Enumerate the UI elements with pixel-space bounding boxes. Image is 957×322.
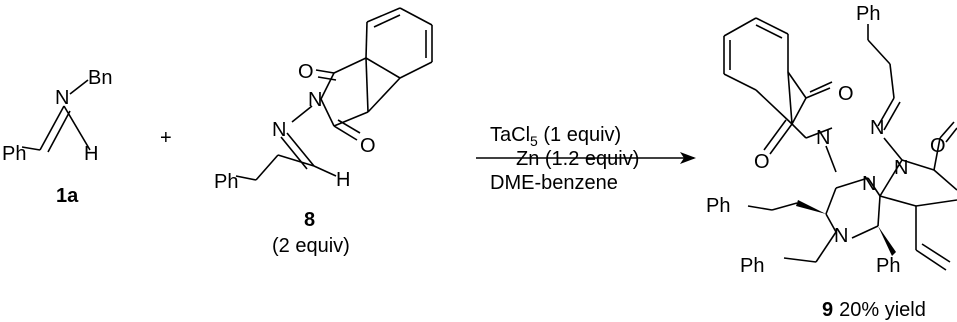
plus-sign: +	[160, 127, 172, 149]
compound-1a: N Bn Ph H 1a	[2, 67, 112, 207]
atom-ph-9-top: Ph	[856, 3, 880, 25]
atom-n-9-ring-bottom: N	[834, 225, 848, 247]
reaction-arrow: TaCl5 (1 equiv) Zn (1.2 equiv) DME-benze…	[476, 124, 696, 194]
atom-n-9-lactam: N	[894, 157, 908, 179]
amount-8: (2 equiv)	[272, 235, 350, 257]
label-1a: 1a	[56, 185, 79, 207]
atom-n-9-ring-top: N	[862, 173, 876, 195]
atom-ph-1a: Ph	[2, 143, 26, 165]
atom-n-8-imide: N	[308, 89, 322, 111]
condition-solvent: DME-benzene	[490, 172, 618, 194]
compound-8: O N O N Ph H 8 (2 equiv)	[214, 7, 433, 257]
atom-ph-9-left: Ph	[706, 195, 730, 217]
atom-n-9-imide: N	[816, 127, 830, 149]
atom-o-8-bottom: O	[360, 135, 376, 157]
atom-o-9-c: O	[930, 135, 946, 157]
atom-ph-8: Ph	[214, 171, 238, 193]
condition-reagent-1: TaCl5 (1 equiv)	[490, 124, 621, 149]
atom-n-9-imine: N	[870, 117, 884, 139]
condition-reagent-2: Zn (1.2 equiv)	[516, 148, 639, 170]
atom-ph-9-benzyl: Ph	[740, 255, 764, 277]
atom-o-9-a: O	[838, 83, 854, 105]
atom-n-8-imine: N	[272, 119, 286, 141]
atom-bn-1a: Bn	[88, 67, 112, 89]
atom-n-1a: N	[55, 87, 69, 109]
atom-h-1a: H	[84, 143, 98, 165]
atom-h-8: H	[336, 169, 350, 191]
atom-ph-9-ring: Ph	[876, 255, 900, 277]
atom-o-8-top: O	[298, 61, 314, 83]
label-8: 8	[304, 209, 315, 231]
atom-o-9-b: O	[754, 151, 770, 173]
